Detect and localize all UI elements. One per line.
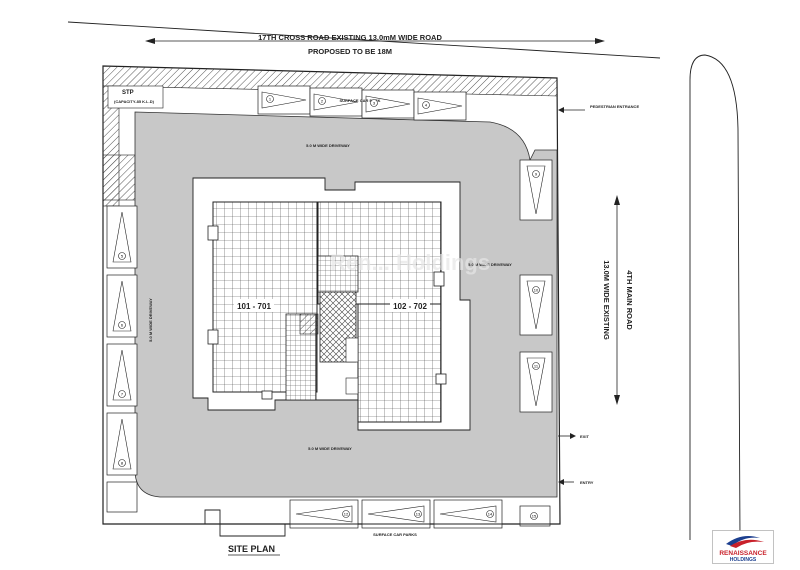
- parking-bays-right: [519, 159, 553, 413]
- parking-bays-bottom: [289, 499, 551, 529]
- shaft: [345, 337, 359, 363]
- parking-number-12: 12: [342, 510, 350, 518]
- parking-number-14: 14: [486, 510, 494, 518]
- stp-capacity-label: (CAPACITY-85 K.L.D): [114, 99, 155, 104]
- parking-number-2: 2: [318, 97, 326, 105]
- parking-number-8: 8: [118, 459, 126, 467]
- parking-number-text: 11: [534, 364, 539, 369]
- lift-lobby: [317, 255, 359, 293]
- east-road-dimension: [614, 195, 620, 405]
- parking-number-text: 14: [488, 512, 493, 517]
- parking-number-text: 12: [344, 512, 349, 517]
- parking-number-3: 3: [370, 99, 378, 107]
- parking-number-15: 15: [530, 512, 538, 520]
- window-box-2: [207, 329, 219, 345]
- driveway-top-label: 5.0 M WIDE DRIVEWAY: [306, 143, 350, 148]
- shaft-2: [345, 377, 359, 395]
- logo-mark: RENAISSANCE HOLDINGS: [712, 530, 774, 564]
- east-road-edge: [689, 54, 741, 541]
- driveway-left-label: 5.0 M WIDE DRIVEWAY: [148, 298, 153, 342]
- parking-number-text: 6: [121, 323, 124, 328]
- parking-number-9: 9: [532, 170, 540, 178]
- top-setback-hatch: [102, 65, 558, 97]
- window-box-5: [433, 271, 445, 287]
- parking-number-10: 10: [532, 286, 540, 294]
- surface-parking-top-label: SURFACE CAR PARK: [339, 98, 380, 103]
- south-boundary: [103, 509, 560, 537]
- parking-number-11: 11: [532, 362, 540, 370]
- parking-number-text: 10: [534, 288, 539, 293]
- window-box-4: [261, 390, 273, 400]
- plan-title: SITE PLAN: [228, 544, 275, 554]
- pedestrian-arrow: [558, 107, 585, 113]
- flat-left-label: 101 - 701: [237, 302, 271, 311]
- flat-left-label-bg: [234, 299, 274, 312]
- logo-text-2: HOLDINGS: [730, 557, 757, 563]
- exit-arrow: [558, 433, 576, 439]
- pedestrian-label: PEDESTRIAN ENTRANCE: [590, 104, 639, 109]
- parking-number-text: 15: [532, 514, 537, 519]
- parking-number-text: 1: [269, 97, 272, 102]
- north-road-label: 17TH CROSS ROAD EXISTING 13.0mM WIDE ROA…: [258, 33, 442, 42]
- entry-arrow: [558, 479, 574, 485]
- parking-number-text: 7: [121, 392, 124, 397]
- stp-box: [107, 85, 164, 109]
- parking-number-text: 4: [425, 103, 428, 108]
- watermark: Ren... Holdings: [330, 250, 490, 275]
- window-box-3: [435, 373, 447, 385]
- flat-right-label: 102 - 702: [393, 302, 427, 311]
- parking-number-13: 13: [414, 510, 422, 518]
- parking-number-text: 5: [121, 254, 124, 259]
- driveway-bottom-label: 5.0 M WIDE DRIVEWAY: [308, 446, 352, 451]
- flat-right-floorplan-bottom: [357, 303, 442, 423]
- east-road-label: 13.0M WIDE EXISTING: [602, 260, 611, 340]
- duct-area: [299, 313, 319, 335]
- parking-number-6: 6: [118, 321, 126, 329]
- parking-number-text: 8: [121, 461, 124, 466]
- east-road-label-2: 4TH MAIN ROAD: [625, 270, 634, 330]
- stp-label: STP: [122, 90, 134, 96]
- surface-parking-bottom-label: SURFACE CAR PARKS: [373, 532, 417, 537]
- exit-label: EXIT: [580, 434, 589, 439]
- parking-number-5: 5: [118, 252, 126, 260]
- parking-number-7: 7: [118, 390, 126, 398]
- driveway-right-label: 5.0 M WIDE DRIVEWAY: [468, 262, 512, 267]
- flat-right-label-bg: [390, 299, 430, 312]
- parking-number-text: 3: [373, 101, 376, 106]
- stp-hatch: [102, 154, 136, 201]
- north-road-edge: [67, 21, 661, 59]
- parking-number-4: 4: [422, 101, 430, 109]
- parking-number-text: 9: [535, 172, 538, 177]
- logo-text-1: RENAISSANCE: [719, 550, 767, 557]
- window-box-1: [207, 225, 219, 241]
- parking-number-text: 2: [321, 99, 324, 104]
- renaissance-holdings-logo: RENAISSANCE HOLDINGS: [712, 530, 774, 564]
- entry-label: ENTRY: [580, 480, 594, 485]
- parking-number-text: 13: [416, 512, 421, 517]
- parking-number-1: 1: [266, 95, 274, 103]
- north-road-label-2: PROPOSED TO BE 18M: [308, 47, 392, 56]
